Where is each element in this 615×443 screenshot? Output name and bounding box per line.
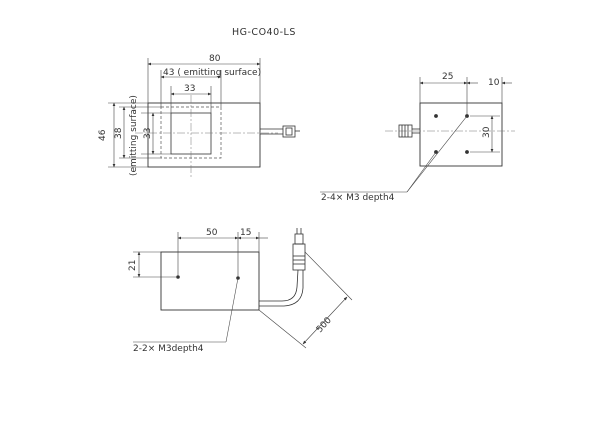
drawing-title: HG-CO40-LS xyxy=(232,27,296,38)
front-cable-connector xyxy=(282,125,296,138)
side-dim-10-label: 10 xyxy=(488,78,500,88)
bottom-holes-note: 2-2× M3depth4 xyxy=(133,344,204,354)
bottom-hole-left xyxy=(176,275,180,279)
front-view: 80 43 ( emitting surface) 33 46 38 (emit… xyxy=(98,54,300,178)
bottom-cable-outer xyxy=(259,269,299,302)
front-width-80-label: 80 xyxy=(209,54,221,64)
front-height-46-label: 46 xyxy=(98,129,108,141)
side-hole-br xyxy=(465,150,469,154)
bottom-body-outline xyxy=(160,251,260,311)
side-dim-25-label: 25 xyxy=(442,72,453,82)
side-cable-connector xyxy=(398,124,413,138)
front-inner-height-33-label: 33 xyxy=(143,128,153,139)
side-holes-note: 2-4× M3 depth4 xyxy=(321,193,395,203)
front-body-outline xyxy=(147,102,261,168)
front-emit-height-note: (emitting surface) xyxy=(129,95,139,176)
bottom-dim-15-label: 15 xyxy=(240,228,251,238)
side-dim-30-label: 30 xyxy=(482,126,492,138)
bottom-cable-length-label: 500 xyxy=(315,315,334,335)
bottom-dim-50-label: 50 xyxy=(206,228,218,238)
bottom-dim-21-label: 21 xyxy=(128,260,138,271)
front-inner-width-33-label: 33 xyxy=(184,84,195,94)
bottom-cable-connector xyxy=(292,243,306,271)
bottom-view: 50 15 21 500 2-2× M3depth4 xyxy=(128,228,353,354)
side-view: 25 10 30 2-4× M3 depth4 xyxy=(320,72,515,203)
bottom-cable-inner xyxy=(259,270,304,307)
front-emit-height-38-label: 38 xyxy=(114,127,124,139)
side-hole-tl xyxy=(434,114,438,118)
front-emit-width-43-label: 43 ( emitting surface) xyxy=(163,68,261,78)
